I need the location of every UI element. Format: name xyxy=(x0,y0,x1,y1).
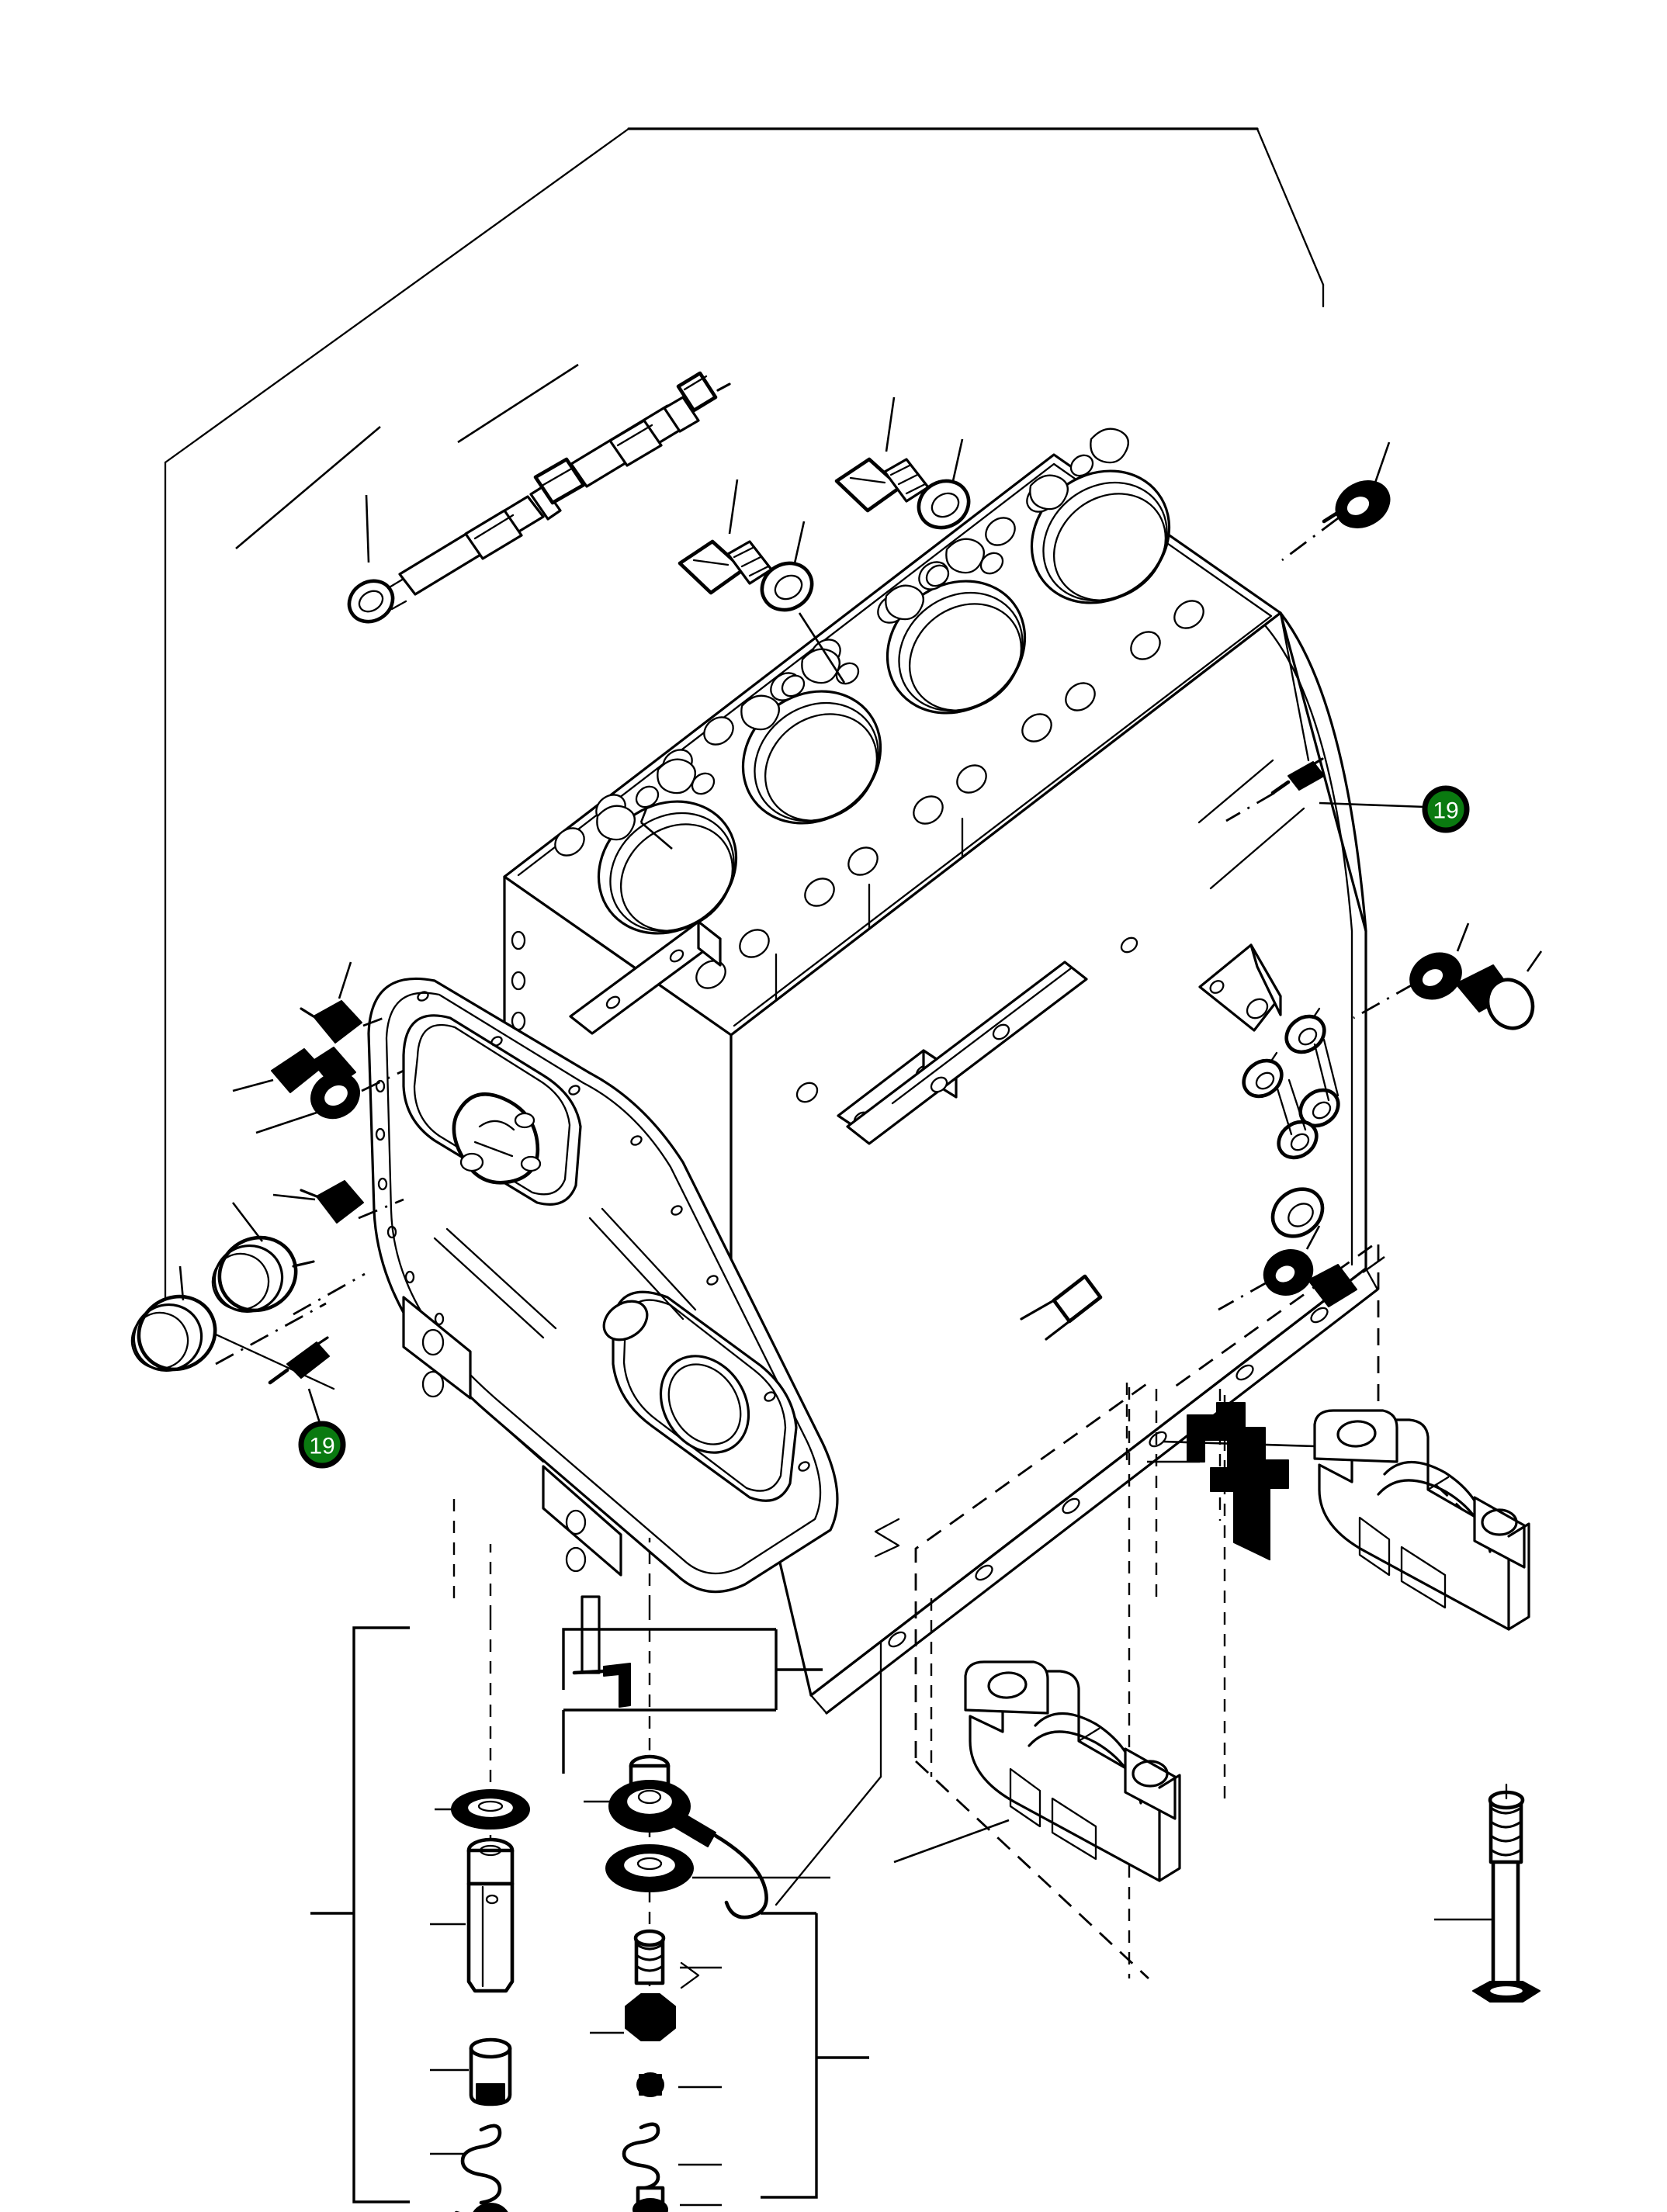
taper-plug-pan-rail xyxy=(1218,1225,1385,1311)
piston-cooling-jet-assembly xyxy=(562,1608,869,2212)
cylinder-bore xyxy=(885,580,1027,715)
callout-leader xyxy=(1319,801,1426,808)
taper-plug-lower xyxy=(1353,923,1543,1030)
callout-ring xyxy=(1422,785,1470,833)
callout-ring xyxy=(298,1421,346,1469)
core-plug xyxy=(211,1202,315,1314)
jet-union-nut xyxy=(590,1993,676,2041)
dowel-pin-right xyxy=(1225,757,1325,822)
screw-small-upper xyxy=(300,961,362,1044)
main-bearing-cap-front xyxy=(893,1660,1181,1882)
cylinder-bore xyxy=(741,690,882,825)
timing-case-bolt-holes xyxy=(375,991,810,1472)
side-boss-with-hole xyxy=(1242,1051,1284,1099)
main-bearing-cap-rear xyxy=(1162,1409,1530,1631)
main-bearing-cap-bolt xyxy=(1434,1783,1541,2003)
jet-plug xyxy=(632,2186,722,2212)
callout-19-left[interactable]: 19 xyxy=(298,1388,346,1469)
callout-leader xyxy=(307,1388,321,1424)
callout-disc xyxy=(1425,788,1467,830)
pan-rail-bolt-holes xyxy=(888,1307,1329,1648)
top-plug-pairs xyxy=(639,396,971,850)
side-boss-with-hole xyxy=(1277,1120,1319,1160)
screw-plug-with-washer xyxy=(232,1047,360,1134)
side-boss-with-hole xyxy=(1270,1187,1325,1238)
cooling-jet-body xyxy=(584,1754,768,1919)
jet-stud xyxy=(633,1929,722,1985)
jet-washer xyxy=(605,1844,830,1892)
jet-spring xyxy=(622,2122,722,2191)
valve-cap-nut xyxy=(454,2203,508,2212)
taper-plug-upper xyxy=(1281,441,1391,562)
left-side-parts xyxy=(130,961,404,1385)
valve-sleeve xyxy=(430,1837,515,1993)
core-plug xyxy=(130,1265,217,1373)
dowel-pin-left xyxy=(268,1336,330,1385)
screw-plug-with-washer-upper xyxy=(834,396,971,530)
callout-19-right[interactable]: 19 xyxy=(1319,785,1470,833)
screw-small-lower xyxy=(272,1180,364,1224)
callout-label: 19 xyxy=(1433,798,1458,824)
head-bolt-holes-right xyxy=(695,600,1204,989)
retaining-clip xyxy=(572,1663,631,1708)
drawing-frame-outline xyxy=(164,127,1325,1390)
seal-washer xyxy=(435,1789,530,1829)
screw-plug-with-washer-lower xyxy=(678,479,846,684)
bottom-sub-assemblies xyxy=(310,1608,869,2212)
callout-label: 19 xyxy=(309,1434,334,1459)
timing-gear-case xyxy=(367,977,839,1674)
oil-gallery-pipe-assembly xyxy=(235,363,731,624)
valve-spring xyxy=(430,2124,502,2205)
thrust-plate xyxy=(1147,1402,1289,1561)
callout-disc xyxy=(301,1424,343,1466)
idler-gear-boss xyxy=(452,1092,542,1185)
right-side-parts xyxy=(1218,441,1543,1311)
valve-plunger xyxy=(430,2037,512,2106)
coolant-passages xyxy=(596,428,1129,841)
main-bearing-group xyxy=(893,1239,1541,2003)
check-ball xyxy=(636,2072,722,2097)
oil-pressure-relief-valve-assembly xyxy=(310,1618,530,2212)
